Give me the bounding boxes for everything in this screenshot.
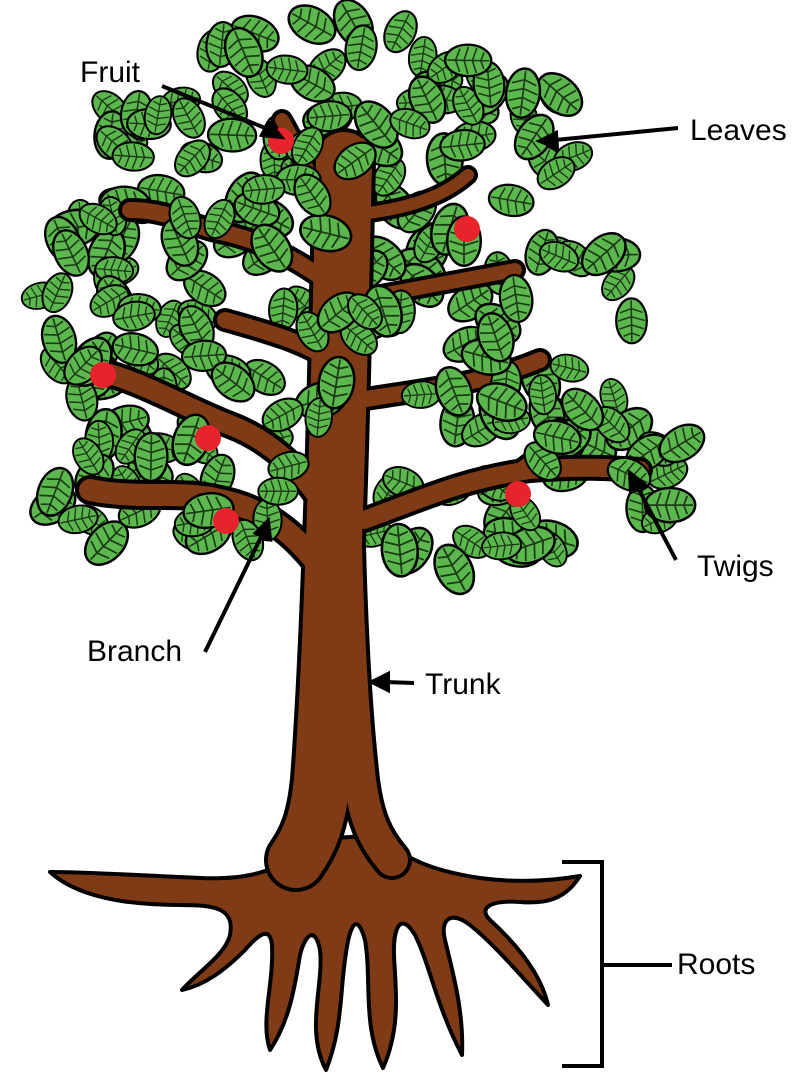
trunk-label: Trunk [425,668,501,701]
fruit-dot [213,508,239,534]
roots-label: Roots [677,948,756,981]
fruit-dot [195,425,221,451]
fruit-dot [505,481,531,507]
fruit-dot [90,362,116,388]
leaf [257,476,299,506]
leaf [614,296,649,345]
leaf [443,43,493,78]
fruit-group [90,128,531,534]
leaf [110,139,156,174]
fruit-leader-line [161,84,271,132]
leaves-label: Leaves [690,114,787,147]
roots-shape [48,833,582,1072]
twigs-arrowhead [627,468,649,496]
branch-label: Branch [87,635,183,668]
twigs-leader-line [636,487,678,561]
trunk-arrowhead [367,670,390,694]
fruit-label: Fruit [80,56,140,89]
leader-lines [161,84,679,694]
branch-leader-line [203,534,264,653]
leaf [485,180,538,221]
fruit-dot [454,216,480,242]
leaves-leader-line [554,126,679,142]
leaf [280,0,344,53]
twigs-label: Twigs [697,550,774,583]
roots-bracket [562,860,672,1068]
leaves-arrowhead [535,129,560,152]
fruit-arrowhead [258,118,286,140]
leaf [133,431,170,483]
branch-arrowhead [252,516,273,543]
